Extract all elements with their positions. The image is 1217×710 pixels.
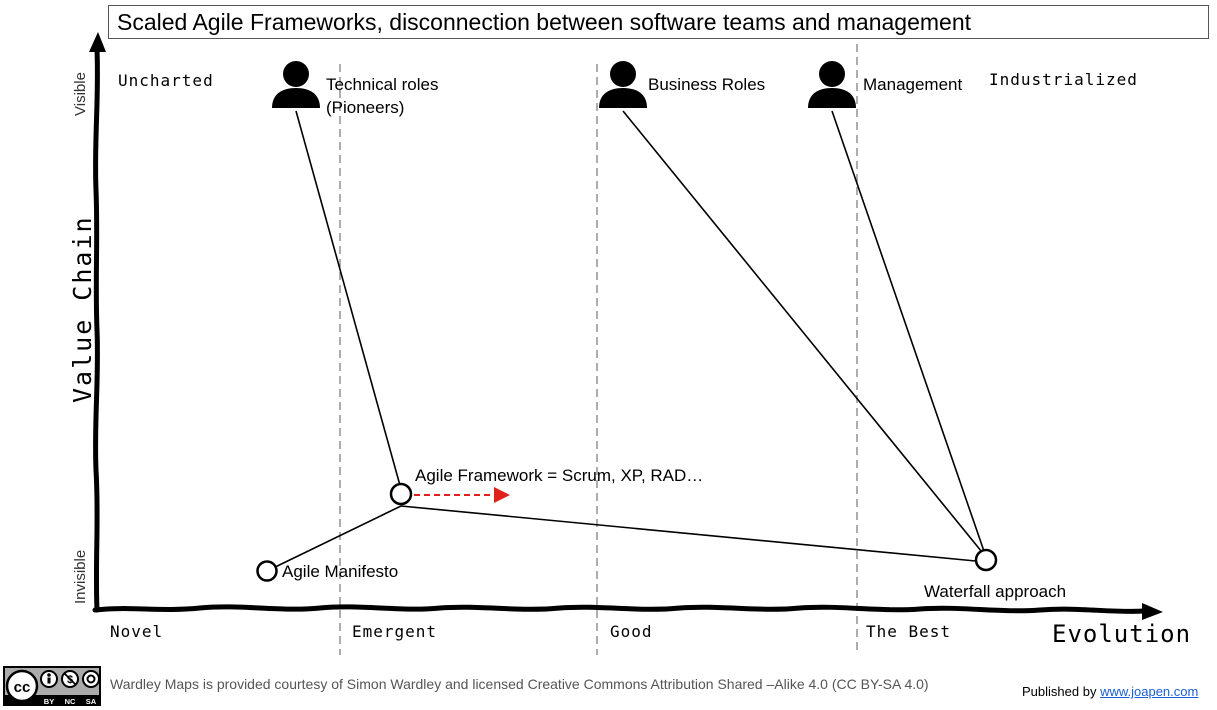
region-label-industrialized: Industrialized [989, 70, 1138, 89]
business-roles-user-icon[interactable] [599, 61, 647, 108]
agile-framework-label: Agile Framework = Scrum, XP, RAD… [415, 466, 704, 485]
evolution-arrowhead [1142, 603, 1163, 620]
cc-badge-nc: NC [65, 697, 76, 706]
link-agile-framework-to-manifesto [266, 505, 402, 572]
stage-label-the-best: The Best [866, 622, 952, 641]
link-business-to-waterfall [622, 110, 987, 558]
x-axis-label: Evolution [1052, 620, 1192, 648]
y-axis-top-label: Visible [72, 72, 89, 116]
stage-label-novel: Novel [110, 622, 164, 641]
y-axis-label: Value Chain [68, 215, 97, 403]
stage-label-good: Good [610, 622, 653, 641]
joapen-link[interactable]: www.joapen.com [1100, 684, 1199, 699]
waterfall-node[interactable] [974, 548, 998, 572]
cc-badge-sa: SA [86, 697, 97, 706]
business-roles-label: Business Roles [648, 75, 766, 94]
published-by: Published by www.joapen.com [1022, 684, 1198, 699]
link-management-to-waterfall [831, 110, 987, 558]
link-agile-framework-to-waterfall [400, 505, 987, 563]
stage-label-emergent: Emergent [352, 622, 438, 641]
management-label: Management [863, 75, 963, 94]
cc-mark-text: cc [14, 679, 31, 696]
cc-license-logo[interactable]: cc $ BY NC SA [3, 666, 101, 706]
y-axis-bottom-label: Invisible [72, 549, 89, 604]
technical-roles-user-icon[interactable] [272, 61, 320, 108]
map-title: Scaled Agile Frameworks, disconnection b… [108, 5, 1209, 39]
evolution-axis [92, 604, 1148, 614]
agile-manifesto-label: Agile Manifesto [282, 562, 399, 581]
waterfall-label: Waterfall approach [924, 582, 1067, 601]
value-chain-arrowhead [89, 32, 106, 52]
published-by-prefix: Published by [1022, 684, 1101, 699]
management-user-icon[interactable] [808, 61, 856, 108]
link-technical-to-agile-framework [295, 110, 402, 490]
cc-badge-by: BY [44, 697, 54, 706]
license-notice: Wardley Maps is provided courtesy of Sim… [110, 676, 929, 692]
value-chain-axis [93, 47, 100, 613]
technical-roles-sublabel: (Pioneers) [326, 98, 405, 117]
agile-manifesto-node[interactable] [256, 560, 278, 582]
region-label-uncharted: Uncharted [118, 71, 214, 90]
agile-framework-node[interactable] [389, 482, 413, 506]
technical-roles-label: Technical roles [326, 75, 439, 94]
